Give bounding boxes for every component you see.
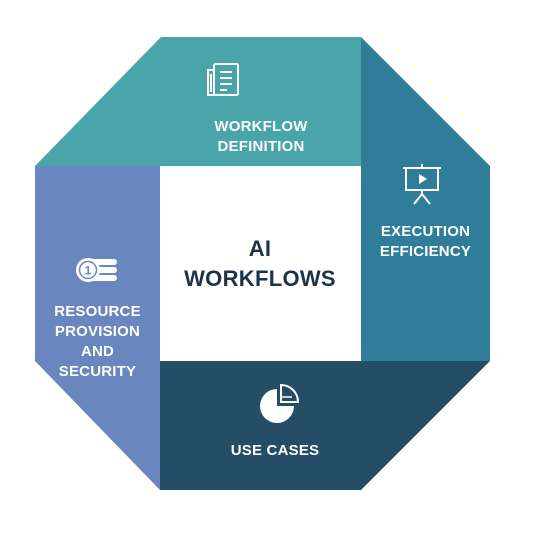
segment-top: [35, 37, 361, 166]
label-resource-provision-line-4: SECURITY: [58, 363, 137, 380]
label-execution-efficiency-line-1: EXECUTION: [380, 223, 471, 240]
label-use-cases: USE CASES: [160, 441, 390, 461]
label-resource-provision-line-1: RESOURCE: [54, 303, 141, 320]
label-execution-efficiency-line-2: EFFICIENCY: [379, 243, 472, 260]
presentation-board-icon: [403, 164, 441, 205]
label-workflow-definition-line-1: WORKFLOW: [214, 118, 308, 135]
pie-chart-icon: [260, 383, 300, 423]
center-square: [160, 166, 361, 361]
label-workflow-definition: WORKFLOW DEFINITION: [161, 117, 361, 157]
label-resource-provision: RESOURCE PROVISION AND SECURITY: [35, 302, 160, 382]
center-title-line-2: WORKFLOWS: [184, 265, 336, 291]
segment-left: [35, 166, 160, 490]
label-execution-efficiency: EXECUTION EFFICIENCY: [361, 222, 490, 262]
label-use-cases-line-1: USE CASES: [230, 442, 320, 459]
document-list-icon: [207, 63, 239, 96]
svg-text:1: 1: [85, 264, 92, 278]
coin-stack-icon: 1: [76, 258, 117, 282]
segment-bottom: [160, 361, 490, 490]
center-title: AI WORKFLOWS: [160, 166, 360, 361]
label-resource-provision-line-2: PROVISION: [54, 323, 141, 340]
label-workflow-definition-line-2: DEFINITION: [217, 138, 305, 155]
center-title-line-1: AI: [248, 235, 272, 261]
label-resource-provision-line-3: AND: [80, 343, 115, 360]
